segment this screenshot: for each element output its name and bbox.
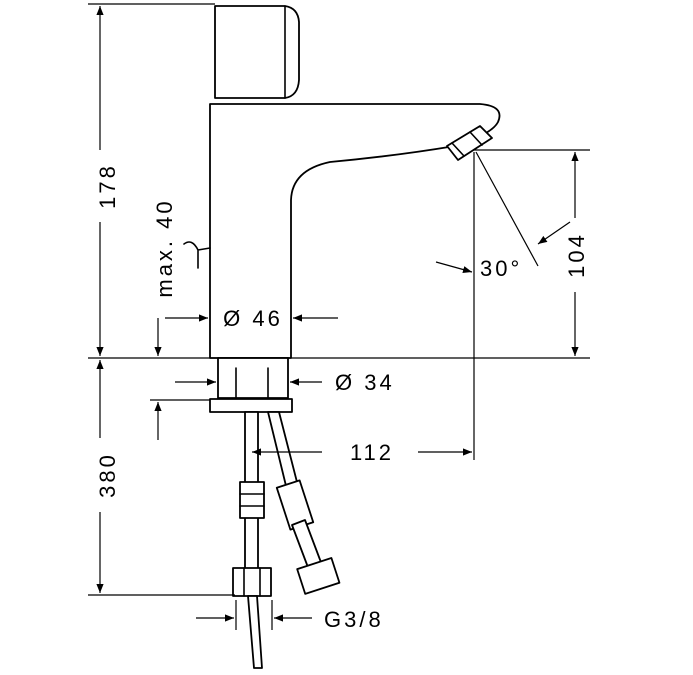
mounting-nut <box>209 398 293 413</box>
hose-nut-left <box>232 567 272 597</box>
reference-lines <box>88 3 590 630</box>
dim-max40-label: max. 40 <box>152 198 177 297</box>
dim-380-label: 380 <box>95 452 120 498</box>
popup-lever <box>183 241 211 269</box>
dimension-labels: 178 max. 40 Ø 46 Ø 34 380 112 104 30° G3… <box>95 163 589 632</box>
aerator <box>446 125 493 161</box>
hose-nut-right <box>296 557 341 595</box>
spout-body <box>209 103 501 359</box>
faucet-body <box>183 5 501 413</box>
lever-knob <box>214 5 300 99</box>
dimension-lines <box>96 6 579 622</box>
dim-g38-label: G3/8 <box>324 607 384 632</box>
dim-112-label: 112 <box>350 440 394 465</box>
dim-104-label: 104 <box>564 232 589 278</box>
dim-d46-label: Ø 46 <box>223 306 283 331</box>
supply-hoses <box>232 411 341 669</box>
dim-d34-label: Ø 34 <box>335 370 395 395</box>
dim-30deg-label: 30° <box>480 256 522 281</box>
dim-178-label: 178 <box>95 163 120 209</box>
shank <box>217 357 289 399</box>
